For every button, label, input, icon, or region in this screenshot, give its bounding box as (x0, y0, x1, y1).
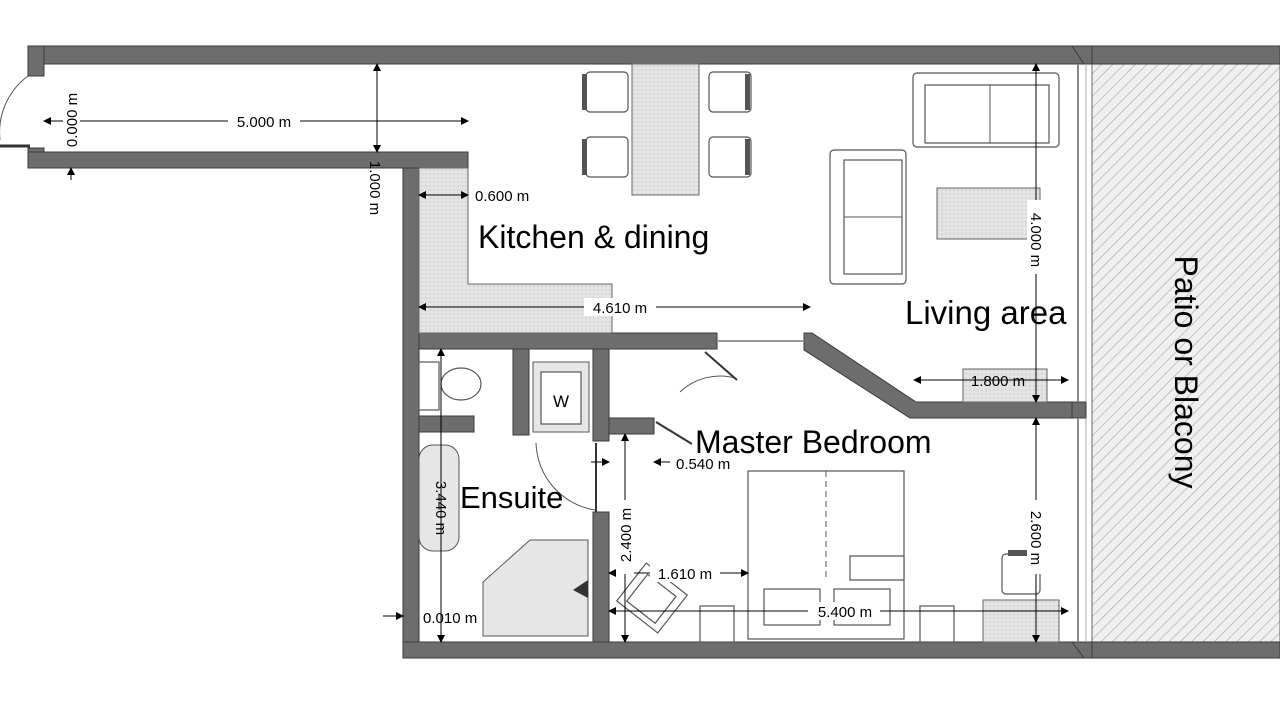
bottom-wall (402, 641, 1280, 659)
label-bg (228, 112, 300, 130)
bedroom-label: Master Bedroom (695, 424, 932, 460)
ensuite-top-partition (418, 415, 475, 433)
label-bg (63, 88, 80, 150)
desk-chair-back (1008, 550, 1038, 556)
hall-length-label: 5.000 m (237, 114, 291, 131)
label-bg (1027, 200, 1045, 274)
chair-back (745, 139, 750, 175)
ensuite-door-swing (535, 442, 596, 511)
label-bg (616, 500, 634, 574)
sofa-top-seat (924, 84, 1050, 144)
kitchen-counter (418, 167, 613, 334)
dining-chair (585, 136, 629, 178)
shower-wedge (573, 580, 588, 598)
living-depth-label: 4.000 m (1027, 213, 1044, 267)
label-bg (584, 298, 656, 316)
ensuite-label: Ensuite (460, 480, 563, 515)
washer-wall-left (512, 348, 530, 436)
dining-set (582, 63, 752, 196)
ensuite-length-label: 3.440 m (432, 481, 449, 535)
kitchen-label: Kitchen & dining (478, 219, 709, 255)
door-width-label: 0.540 m (676, 456, 730, 473)
counter-depth-label: 0.600 m (475, 188, 529, 205)
left-hall-wall (27, 45, 45, 77)
dining-chair (585, 71, 629, 113)
desk (982, 599, 1060, 643)
living-label: Living area (905, 294, 1067, 331)
wardrobe-width-label: 1.610 m (658, 566, 712, 583)
dining-table (631, 63, 700, 196)
left-wall (402, 167, 420, 659)
balcony-post (1071, 401, 1087, 419)
dimension-labels: 5.000 m 0.000 m 1.000 m 0.600 m 4.610 m … (63, 88, 1045, 627)
walls (27, 45, 1280, 659)
living-furniture (829, 72, 1060, 403)
toilet-cistern (418, 361, 440, 411)
bed-cover-fold (849, 555, 905, 581)
ensuite-bedroom-wall (592, 511, 610, 643)
label-bg (650, 564, 720, 582)
dining-chair (708, 136, 752, 178)
chair-back (582, 74, 587, 110)
label-bg (808, 602, 880, 620)
top-right-corner (1071, 45, 1093, 65)
wall-gap-label: 0.010 m (423, 610, 477, 627)
kitchen-length-label: 4.610 m (593, 300, 647, 317)
label-bg (1027, 500, 1045, 574)
dining-chair (708, 71, 752, 113)
bedroom-width-label: 5.400 m (818, 604, 872, 621)
bedroom-door-swing (679, 375, 736, 393)
patio-label: Patio or Blacony (1168, 255, 1204, 488)
washer-door (540, 371, 582, 425)
chair-back (745, 74, 750, 110)
bedroom-side-label: 2.600 m (1027, 511, 1044, 565)
ensuite-door-stub (608, 417, 655, 435)
washer-label: W (553, 392, 569, 411)
chair-back (582, 139, 587, 175)
hall-bottom-wall (27, 151, 469, 169)
patio-area (1091, 63, 1280, 643)
bottom-right-corner (1071, 641, 1093, 659)
ensuite-door (655, 421, 693, 445)
entry-door-swing (0, 75, 29, 140)
shower (482, 539, 589, 637)
washer-wall-right (592, 348, 610, 442)
coffee-table (936, 187, 1041, 240)
toilet-bowl (440, 367, 482, 401)
sideboard-width-label: 1.800 m (971, 373, 1025, 390)
bedroom-depth-label: 2.400 m (618, 508, 635, 562)
bedroom-door (704, 351, 738, 381)
hall-offset-label: 0.000 m (64, 93, 81, 147)
hall-width-label: 1.000 m (366, 161, 383, 215)
kitchen-bedroom-wall (418, 332, 718, 350)
